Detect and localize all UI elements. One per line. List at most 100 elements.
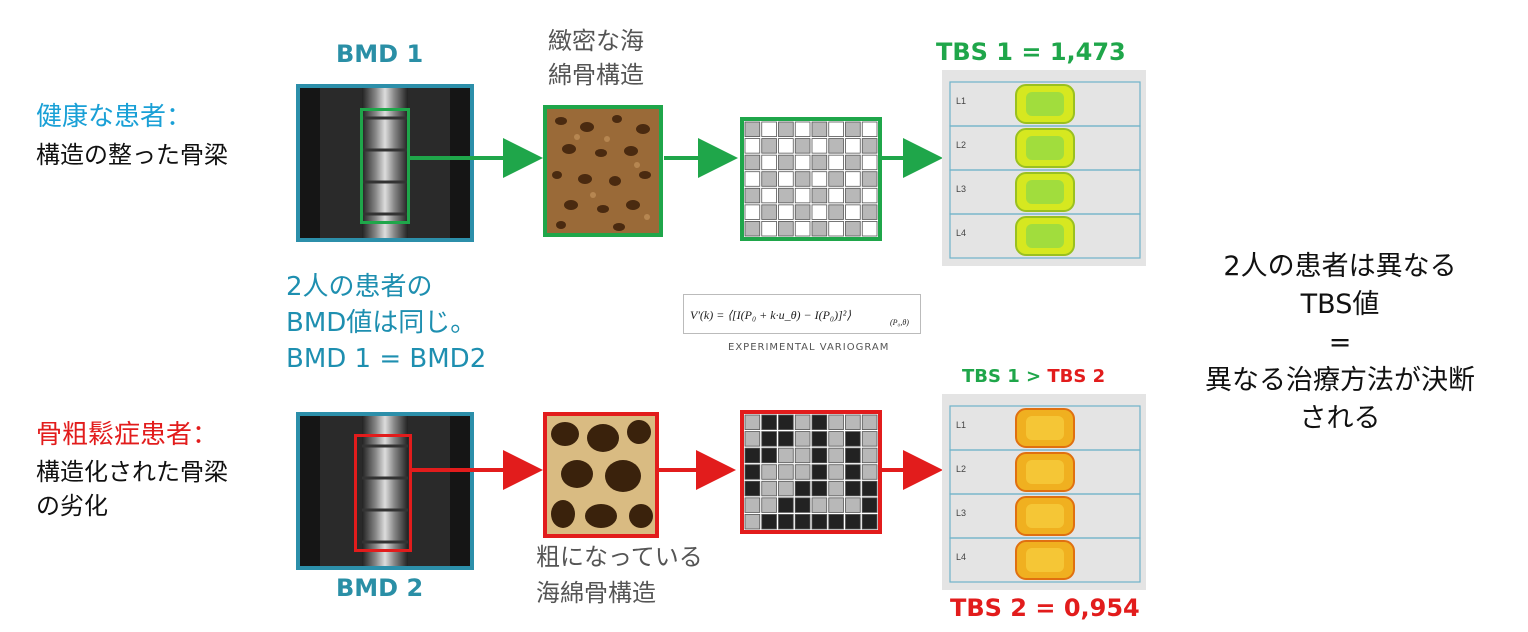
vertebra-texture xyxy=(1026,136,1064,160)
grid-cell xyxy=(744,497,761,513)
grid-cell xyxy=(845,497,861,513)
grid-cell xyxy=(828,221,844,237)
grid-cell xyxy=(794,171,811,187)
tbs2-value-label: TBS 2 = 0,954 xyxy=(950,594,1140,622)
grid-cell xyxy=(778,480,794,497)
grid-cell xyxy=(794,514,811,530)
grid-cell xyxy=(794,480,811,497)
roi-box-osteo xyxy=(354,434,412,552)
spine-xray-graphic-2 xyxy=(300,416,470,566)
grid-cell xyxy=(761,414,777,430)
grid-cell xyxy=(845,414,861,430)
dense-bone-texture xyxy=(543,105,663,237)
xray-image-healthy xyxy=(296,84,474,242)
grid-cell xyxy=(845,171,861,187)
grid-cell xyxy=(778,447,794,464)
vertebra-band xyxy=(949,213,1141,259)
grid-cell xyxy=(828,154,844,171)
vertebra-label: L1 xyxy=(956,96,966,106)
grid-cell xyxy=(778,221,794,237)
grid-cell xyxy=(845,154,861,171)
grid-cell xyxy=(828,171,844,187)
grid-cell xyxy=(744,414,761,430)
vertebra-texture xyxy=(1026,180,1064,204)
grid-cell xyxy=(861,187,878,204)
grid-cell xyxy=(845,480,861,497)
variogram-grid-osteo xyxy=(740,410,882,534)
grid-cell xyxy=(811,464,828,480)
vertebra-label: L4 xyxy=(956,228,966,238)
grid-cell xyxy=(778,138,794,154)
grid-cell xyxy=(744,221,761,237)
sparse-bone-caption-1: 粗になっている xyxy=(536,543,703,571)
conclusion-line5: される xyxy=(1299,403,1381,434)
grid-cell xyxy=(794,154,811,171)
grid-cell xyxy=(794,204,811,220)
grid-cell xyxy=(761,138,777,154)
grid-cell xyxy=(761,514,777,530)
grid-cell xyxy=(845,431,861,447)
grid-cell xyxy=(744,514,761,530)
grid-cell xyxy=(778,414,794,430)
sparse-bone-texture xyxy=(543,412,659,538)
grid-cell xyxy=(761,204,777,220)
grid-cell xyxy=(811,171,828,187)
vertebra-texture xyxy=(1026,416,1064,440)
tbs-comparison-label: TBS 1 > TBS 2 xyxy=(962,366,1105,387)
grid-cell xyxy=(845,121,861,137)
checker-grid-osteo xyxy=(744,414,878,530)
grid-cell xyxy=(861,514,878,530)
grid-cell xyxy=(861,447,878,464)
tbs-compare-right: TBS 2 xyxy=(1047,366,1106,387)
vertebra-label: L2 xyxy=(956,140,966,150)
dense-bone-caption-2: 綿骨構造 xyxy=(548,61,644,89)
conclusion-line3: = xyxy=(1328,327,1352,358)
grid-cell xyxy=(744,138,761,154)
grid-cell xyxy=(794,431,811,447)
grid-cell xyxy=(861,171,878,187)
dense-bone-pattern xyxy=(547,109,659,233)
variogram-grid-healthy xyxy=(740,117,882,241)
variogram-caption: EXPERIMENTAL VARIOGRAM xyxy=(728,342,890,353)
grid-cell xyxy=(861,154,878,171)
grid-cell xyxy=(761,480,777,497)
grid-cell xyxy=(744,447,761,464)
grid-cell xyxy=(744,480,761,497)
grid-cell xyxy=(861,204,878,220)
checker-grid-healthy xyxy=(744,121,878,237)
spine-xray-graphic xyxy=(300,88,470,238)
same-bmd-line3: BMD 1 = BMD2 xyxy=(286,344,487,374)
grid-cell xyxy=(845,447,861,464)
grid-cell xyxy=(761,464,777,480)
grid-cell xyxy=(744,171,761,187)
vertebra-texture xyxy=(1026,224,1064,248)
grid-cell xyxy=(794,121,811,137)
grid-cell xyxy=(761,221,777,237)
grid-cell xyxy=(744,431,761,447)
vertebra-texture xyxy=(1026,92,1064,116)
grid-cell xyxy=(845,204,861,220)
grid-cell xyxy=(778,187,794,204)
grid-cell xyxy=(744,204,761,220)
grid-cell xyxy=(811,154,828,171)
grid-cell xyxy=(811,221,828,237)
variogram-formula: V'(k) = ⟨[I(P₀ + k·u_θ) − I(P₀)]²⟩ (P₀,θ… xyxy=(683,294,921,334)
grid-cell xyxy=(778,464,794,480)
grid-cell xyxy=(794,464,811,480)
grid-cell xyxy=(761,171,777,187)
vertebra-texture xyxy=(1026,504,1064,528)
grid-cell xyxy=(811,497,828,513)
grid-cell xyxy=(828,514,844,530)
grid-cell xyxy=(778,431,794,447)
conclusion-line1: 2人の患者は異なる xyxy=(1223,251,1457,282)
grid-cell xyxy=(794,447,811,464)
grid-cell xyxy=(778,204,794,220)
svg-text:V'(k) = ⟨[I(P₀ + k·u_θ) − I(P₀: V'(k) = ⟨[I(P₀ + k·u_θ) − I(P₀)]²⟩ xyxy=(690,308,851,322)
grid-cell xyxy=(811,121,828,137)
grid-cell xyxy=(861,138,878,154)
grid-cell xyxy=(811,414,828,430)
